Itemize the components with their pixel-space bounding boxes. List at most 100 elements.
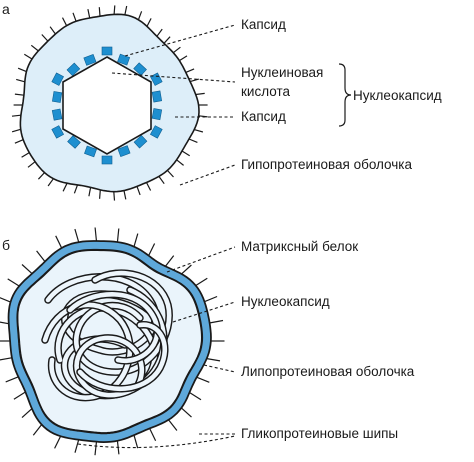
capsomere xyxy=(117,145,131,157)
envelope-spike xyxy=(41,34,49,42)
capsomere xyxy=(67,135,81,149)
glycoprotein-spike xyxy=(0,321,10,325)
envelope-spike xyxy=(198,115,208,118)
glycoprotein-spike xyxy=(94,441,98,456)
capsomere xyxy=(151,90,163,103)
envelope-spike xyxy=(145,182,152,191)
glycoprotein-spike xyxy=(116,228,120,243)
capsomere xyxy=(51,125,65,139)
envelope-spike xyxy=(113,5,116,15)
nucleocapsid-strand xyxy=(77,322,167,392)
capsomere xyxy=(51,108,63,121)
glycoprotein-spike xyxy=(133,434,139,449)
envelope-spike xyxy=(99,189,101,199)
glycoprotein-spike xyxy=(5,376,19,383)
leader-matrix-protein xyxy=(166,246,236,273)
capsomere xyxy=(101,155,113,165)
label-capsid-bottom: Капсид xyxy=(241,109,286,124)
panel-a-virion xyxy=(11,5,208,201)
envelope-inner-edge xyxy=(17,250,202,433)
leader-envelope-a xyxy=(179,164,236,186)
label-nucleic-acid-2: кислота xyxy=(241,84,290,99)
panel-a-letter: а xyxy=(2,1,10,17)
envelope-spike xyxy=(124,5,128,15)
envelope-spike xyxy=(189,78,199,83)
glycoprotein-spike xyxy=(13,391,27,400)
envelope-spike xyxy=(30,44,39,52)
glycoprotein-spike xyxy=(180,407,192,418)
capsomere xyxy=(83,54,97,66)
envelope-spike xyxy=(137,11,143,21)
envelope-spike xyxy=(188,138,198,143)
envelope-spikes-a xyxy=(11,5,208,201)
glycoprotein-spike xyxy=(164,255,175,268)
matrix-protein-layer xyxy=(9,241,211,442)
envelope-spike xyxy=(11,114,21,117)
label-envelope-b: Липопротеиновая оболочка xyxy=(241,364,415,379)
glycoprotein-spike xyxy=(54,435,62,449)
glycoprotein-spike xyxy=(206,357,221,362)
envelope-spike xyxy=(37,172,45,180)
capsomere xyxy=(101,46,113,56)
envelope-spike xyxy=(23,53,33,60)
capsomere xyxy=(84,145,97,158)
envelope-spike xyxy=(62,182,68,192)
glycoprotein-spike xyxy=(203,295,218,303)
glycoprotein-spike xyxy=(36,250,46,263)
label-nucleic-acid-1: Нуклеиновая xyxy=(241,65,323,80)
glycoprotein-spike xyxy=(0,297,12,303)
envelope-spike xyxy=(113,191,116,201)
nucleic-acid-core xyxy=(62,56,152,155)
envelope-spike xyxy=(14,139,24,144)
glycoprotein-spike xyxy=(209,319,224,324)
envelope-spike xyxy=(16,78,25,83)
envelope-spike xyxy=(72,12,77,22)
envelope-spike xyxy=(61,17,68,26)
glycoprotein-spike xyxy=(74,439,80,453)
glycoprotein-spike xyxy=(167,419,178,431)
capsomere xyxy=(133,134,148,149)
label-matrix-protein: Матриксный белок xyxy=(241,239,358,254)
envelope-spike xyxy=(17,67,27,73)
envelope-spike xyxy=(47,178,54,187)
envelope-spike xyxy=(194,129,204,133)
glycoprotein-spike xyxy=(74,228,80,243)
envelope-spike xyxy=(163,36,171,44)
glycoprotein-spike xyxy=(180,264,192,275)
leader-capsid-top xyxy=(124,24,236,57)
glycoprotein-spike xyxy=(188,391,202,401)
capsomere xyxy=(149,125,163,139)
glycoprotein-spike xyxy=(195,277,208,287)
leader-envelope-b xyxy=(203,364,236,373)
nucleocapsid-coil xyxy=(41,269,173,402)
panel-b-virion xyxy=(0,227,225,456)
envelope-spike xyxy=(166,169,174,178)
leader-spikes-2 xyxy=(77,435,236,449)
envelope-spike xyxy=(98,7,101,17)
label-envelope-a: Гипопротеиновая оболочка xyxy=(241,157,413,172)
glycoprotein-spike xyxy=(7,278,20,287)
glycoprotein-spike xyxy=(32,423,43,436)
label-capsid-top: Капсид xyxy=(241,17,286,32)
envelope-spike xyxy=(146,18,152,27)
label-glycoprotein-spikes: Гликопротеиновые шипы xyxy=(241,426,398,441)
envelope-spike xyxy=(123,190,127,200)
capsomere xyxy=(151,108,163,121)
nucleocapsid-brace xyxy=(338,63,352,127)
leader-nucleic-acid xyxy=(111,72,236,83)
glycoprotein-spike xyxy=(148,427,157,441)
envelope-spike xyxy=(49,26,56,35)
envelope-spike xyxy=(87,8,91,19)
envelope-spike xyxy=(73,184,79,194)
glycoprotein-spike xyxy=(133,233,139,248)
envelope-spike xyxy=(27,161,36,168)
capsid-capsomeres-a xyxy=(51,46,163,165)
envelope-spike xyxy=(185,68,195,73)
glycoprotein-spike xyxy=(21,264,33,275)
glycoprotein-spike xyxy=(21,407,33,419)
capsomere xyxy=(51,72,64,86)
capsomere xyxy=(52,91,63,103)
capsomere xyxy=(133,62,147,76)
envelope-spike xyxy=(21,152,30,158)
